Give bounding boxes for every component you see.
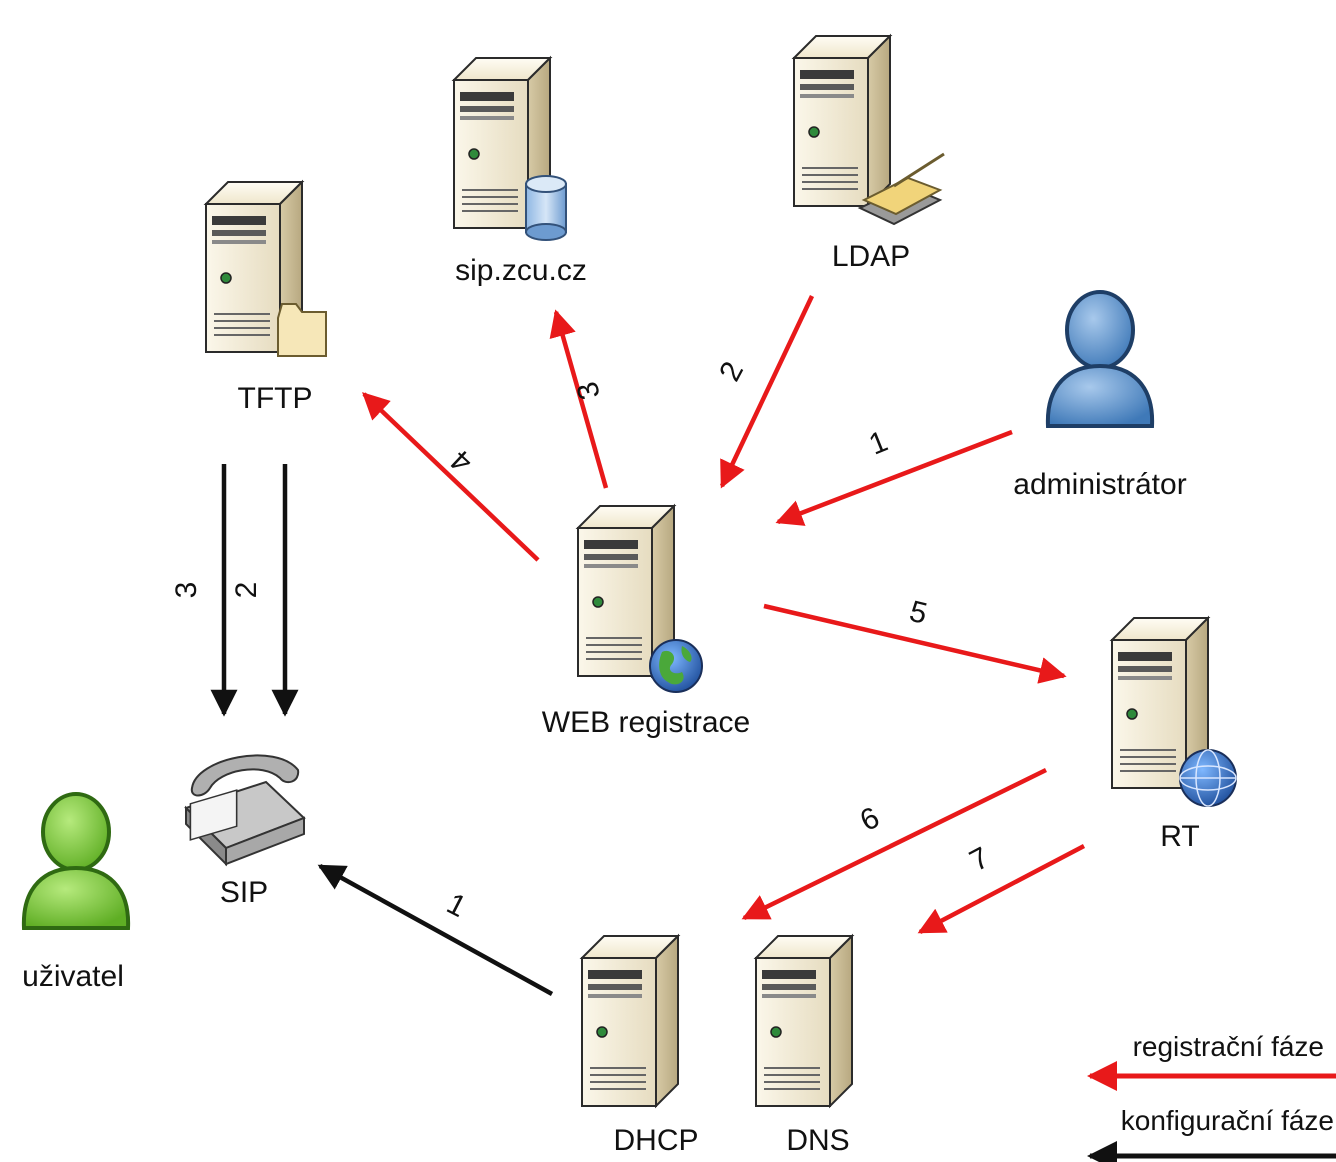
administrator-icon xyxy=(1045,290,1155,428)
legend: registrační fáze konfigurační fáze xyxy=(1087,1031,1336,1162)
label-sip-phone: SIP xyxy=(220,876,268,909)
arrow-dhcp-to-sip xyxy=(317,864,554,996)
edge-label-dhcp-sip: 1 xyxy=(441,887,471,924)
tftp-server xyxy=(205,181,327,357)
label-web-registrace: WEB registrace xyxy=(542,706,750,739)
label-dhcp: DHCP xyxy=(613,1124,698,1157)
user-icon xyxy=(21,792,131,930)
legend-registration-label: registrační fáze xyxy=(1133,1031,1324,1062)
edge-label-tftp-sip-3: 3 xyxy=(170,582,203,599)
label-ldap: LDAP xyxy=(832,240,910,273)
arrow-ldap-to-web xyxy=(719,295,815,489)
arrow-web-to-tftp xyxy=(362,392,540,562)
label-administrator: administrátor xyxy=(1013,468,1186,501)
edge-label-web-rt: 5 xyxy=(906,595,930,631)
rt-server xyxy=(1111,617,1237,807)
arrow-web-to-rt xyxy=(763,603,1067,684)
arrow-web-to-sip-server xyxy=(549,309,609,489)
ldap-server xyxy=(793,35,945,226)
legend-configuration-label: konfigurační fáze xyxy=(1121,1105,1334,1136)
edge-label-rt-dns: 7 xyxy=(964,841,994,878)
arrow-rt-to-dhcp xyxy=(741,767,1047,921)
arrow-rt-to-dns xyxy=(917,844,1086,934)
edge-label-ldap-web: 2 xyxy=(713,356,750,386)
label-user: uživatel xyxy=(22,960,124,993)
label-tftp: TFTP xyxy=(238,382,313,415)
label-rt: RT xyxy=(1160,820,1199,853)
dhcp-server xyxy=(581,935,679,1107)
folder-icon xyxy=(277,303,327,357)
label-dns: DNS xyxy=(786,1124,849,1157)
edge-label-admin-web: 1 xyxy=(865,425,893,462)
registration-arrows xyxy=(362,295,1086,934)
edge-label-rt-dhcp: 6 xyxy=(855,801,884,838)
database-icon xyxy=(525,175,567,241)
telephone-icon xyxy=(184,754,306,867)
sip-zcu-server xyxy=(453,57,567,241)
label-sip-zcu: sip.zcu.cz xyxy=(455,254,587,287)
edge-label-tftp-sip-2: 2 xyxy=(230,582,263,599)
dns-server xyxy=(755,935,853,1107)
configuration-arrows xyxy=(210,464,554,996)
arrow-admin-to-web xyxy=(775,429,1013,526)
globe-icon xyxy=(649,639,703,693)
address-book-icon xyxy=(857,152,945,226)
globe-icon xyxy=(1179,749,1237,807)
edge-label-web-tftp: 4 xyxy=(444,443,479,479)
web-registrace-server xyxy=(577,505,703,693)
